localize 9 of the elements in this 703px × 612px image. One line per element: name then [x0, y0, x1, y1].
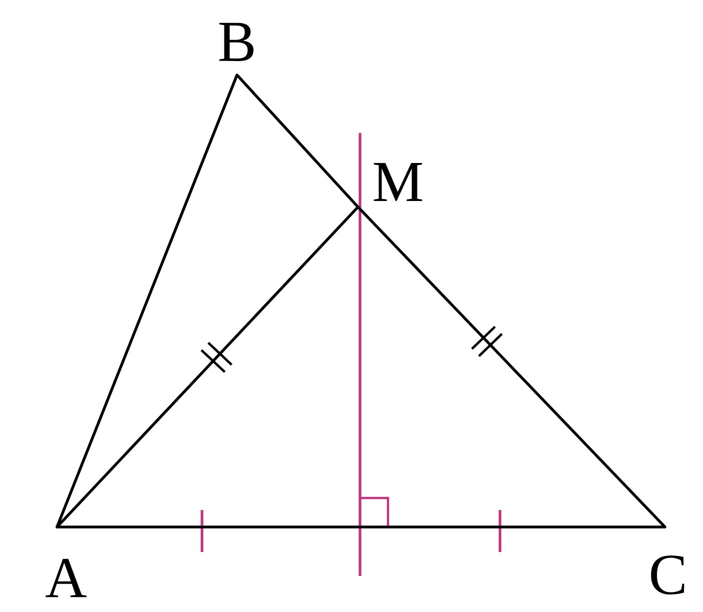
line-segment	[356, 206, 666, 528]
point-label: A	[46, 558, 87, 598]
line-segment	[56, 526, 666, 528]
point-label: C	[651, 556, 684, 594]
point-label: B	[219, 22, 254, 62]
line-segment	[56, 74, 238, 528]
point-label: M	[374, 163, 422, 201]
line-segment	[236, 74, 360, 208]
line-segment	[56, 206, 360, 528]
